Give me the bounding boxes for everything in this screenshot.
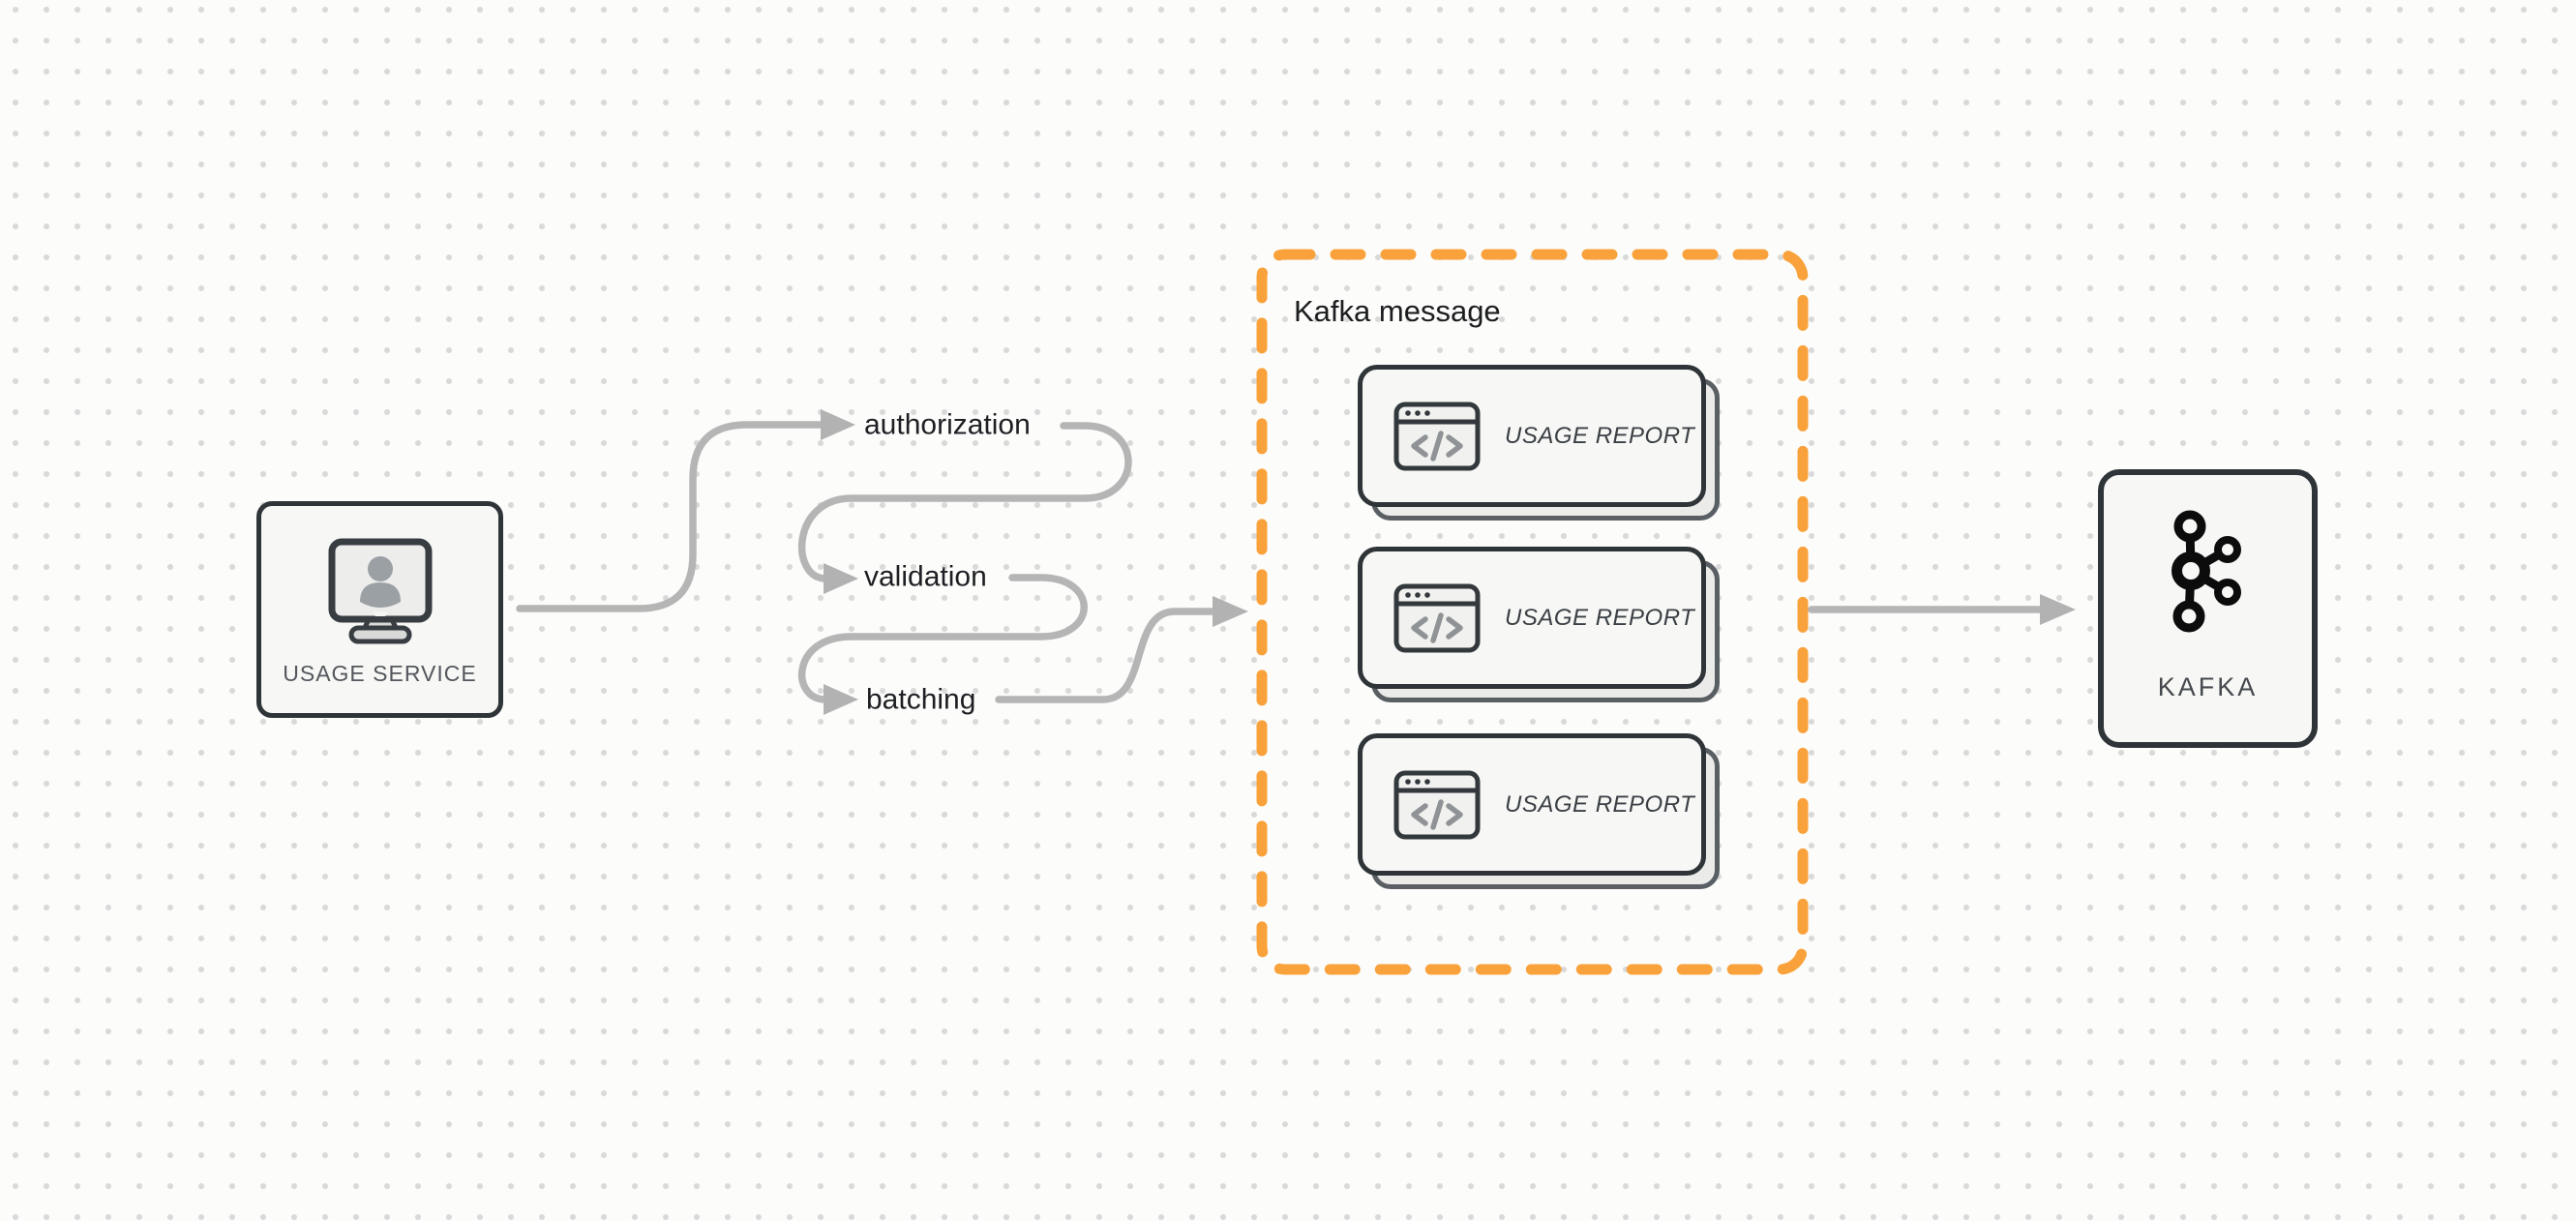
code-window-icon: [1393, 583, 1481, 652]
node-usage-service[interactable]: USAGE SERVICE: [256, 501, 503, 718]
node-kafka[interactable]: KAFKA: [2098, 469, 2318, 748]
code-window-icon: [1393, 402, 1481, 470]
arrow-validation-to-batching[interactable]: [798, 574, 1088, 715]
user-monitor-icon: [328, 538, 432, 644]
kafka-label: KAFKA: [2157, 672, 2259, 701]
code-window-icon: [1393, 770, 1481, 839]
pipeline-step-authorization[interactable]: authorization: [864, 408, 1031, 441]
pipeline-step-validation[interactable]: validation: [864, 560, 987, 593]
kafka-logo-icon: [2171, 510, 2241, 633]
usage-report-label: USAGE REPORT: [1505, 422, 1695, 449]
usage-report-card-3[interactable]: USAGE REPORT: [1358, 733, 1720, 889]
usage-report-card-2[interactable]: USAGE REPORT: [1358, 547, 1720, 702]
usage-report-card-1[interactable]: USAGE REPORT: [1358, 365, 1720, 521]
pipeline-step-batching[interactable]: batching: [866, 683, 976, 716]
kafka-message-group-border[interactable]: [1256, 249, 1809, 975]
user-silhouette-head: [367, 556, 393, 581]
usage-report-label: USAGE REPORT: [1505, 790, 1695, 818]
usage-report-label: USAGE REPORT: [1505, 604, 1695, 631]
arrow-usage-service-to-authorization[interactable]: [516, 409, 855, 612]
arrow-authorization-to-validation[interactable]: [797, 422, 1132, 594]
arrow-batching-to-kafka-message[interactable]: [995, 596, 1248, 703]
arrow-kafka-message-to-kafka[interactable]: [1808, 594, 2076, 625]
usage-service-label: USAGE SERVICE: [283, 661, 477, 686]
kafka-message-title: Kafka message: [1294, 294, 1501, 328]
